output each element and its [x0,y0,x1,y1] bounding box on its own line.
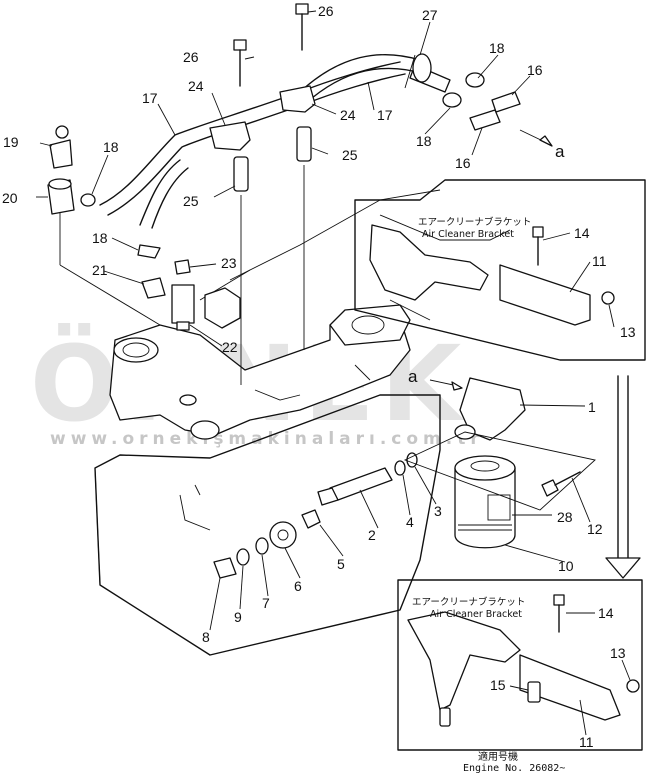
callout-26: 26 [318,3,334,19]
relief-valve-2 [317,467,393,506]
footer-jp: 適用号機 [478,750,518,763]
bolt-26 [233,3,309,87]
leader-lines [36,10,631,736]
oil-filter-10 [454,455,516,549]
callout-3: 3 [434,503,442,519]
watermark-url: www.ornekişmakinaları.com.tr [50,429,484,449]
callout-25: 25 [183,193,199,209]
callout-numbers: 26 26 27 18 16 17 17 24 24 25 25 18 16 1… [2,3,636,750]
callout-14: 14 [574,225,590,241]
callout-1: 1 [588,399,596,415]
inset-top-label-jp: エアークリーナブラケット [418,216,531,228]
washers-7-9 [213,537,269,579]
plug-23 [174,259,191,275]
tube-17-left [99,61,406,229]
bracket-1 [403,377,596,511]
callout-13: 13 [620,324,636,340]
inset-bottom: エアークリーナブラケット Air Cleaner Bracket [397,579,643,751]
callout-6: 6 [294,578,302,594]
callout-8: 8 [202,629,210,645]
callout-23: 23 [221,255,237,271]
callout-4: 4 [406,514,414,530]
reference-arrows [429,129,553,391]
callout-19: 19 [3,134,19,150]
seal-18-top [442,72,485,108]
inset-top: エアークリーナブラケット Air Cleaner Bracket [354,179,646,361]
callout-18: 18 [416,133,432,149]
inset-top-label-en: Air Cleaner Bracket [422,229,514,240]
reference-a: a [555,142,565,161]
footer: 適用号機 Engine No. 26082~ [463,750,565,774]
reference-a: a [408,367,418,386]
callout-15: 15 [490,677,506,693]
callout-24: 24 [340,107,356,123]
callout-16: 16 [455,155,471,171]
sensor-22 [171,284,241,331]
gear-6 [269,521,297,549]
clamp-27 [404,53,432,89]
callout-28: 28 [557,509,573,525]
seal-18-left [80,193,161,259]
callout-21: 21 [92,262,108,278]
callout-13: 13 [610,645,626,661]
callout-10: 10 [558,558,574,574]
callout-18: 18 [489,40,505,56]
callout-22: 22 [222,339,238,355]
callout-20: 20 [2,190,18,206]
elbow-21 [141,277,166,299]
callout-27: 27 [422,7,438,23]
callout-9: 9 [234,609,242,625]
callout-17: 17 [142,90,158,106]
callout-12: 12 [587,521,603,537]
filter-head-casting [109,304,411,440]
callout-7: 7 [262,595,270,611]
callout-2: 2 [368,527,376,543]
callout-16: 16 [527,62,543,78]
nut-5 [301,509,321,529]
elbow-20 [47,178,75,215]
center-lines [59,165,305,385]
tube-17-right [299,54,451,105]
callout-25: 25 [342,147,358,163]
arrow-down [605,375,641,579]
callout-5: 5 [337,556,345,572]
callout-11: 11 [592,253,607,269]
inset-bottom-label-en: Air Cleaner Bracket [430,609,522,620]
valve-19 [49,125,73,169]
footer-engine-no: Engine No. 26082~ [463,763,565,774]
inset-bottom-label-jp: エアークリーナブラケット [412,596,525,608]
clamp-24 [209,85,316,151]
callout-17: 17 [377,107,393,123]
callout-18: 18 [92,230,108,246]
callout-18: 18 [103,139,119,155]
connector-16 [469,91,521,131]
callout-14: 14 [598,605,614,621]
spacer-25 [233,126,312,192]
callout-24: 24 [188,78,204,94]
callout-26: 26 [183,49,199,65]
bolt-12 [541,471,581,497]
callout-11: 11 [579,734,594,750]
